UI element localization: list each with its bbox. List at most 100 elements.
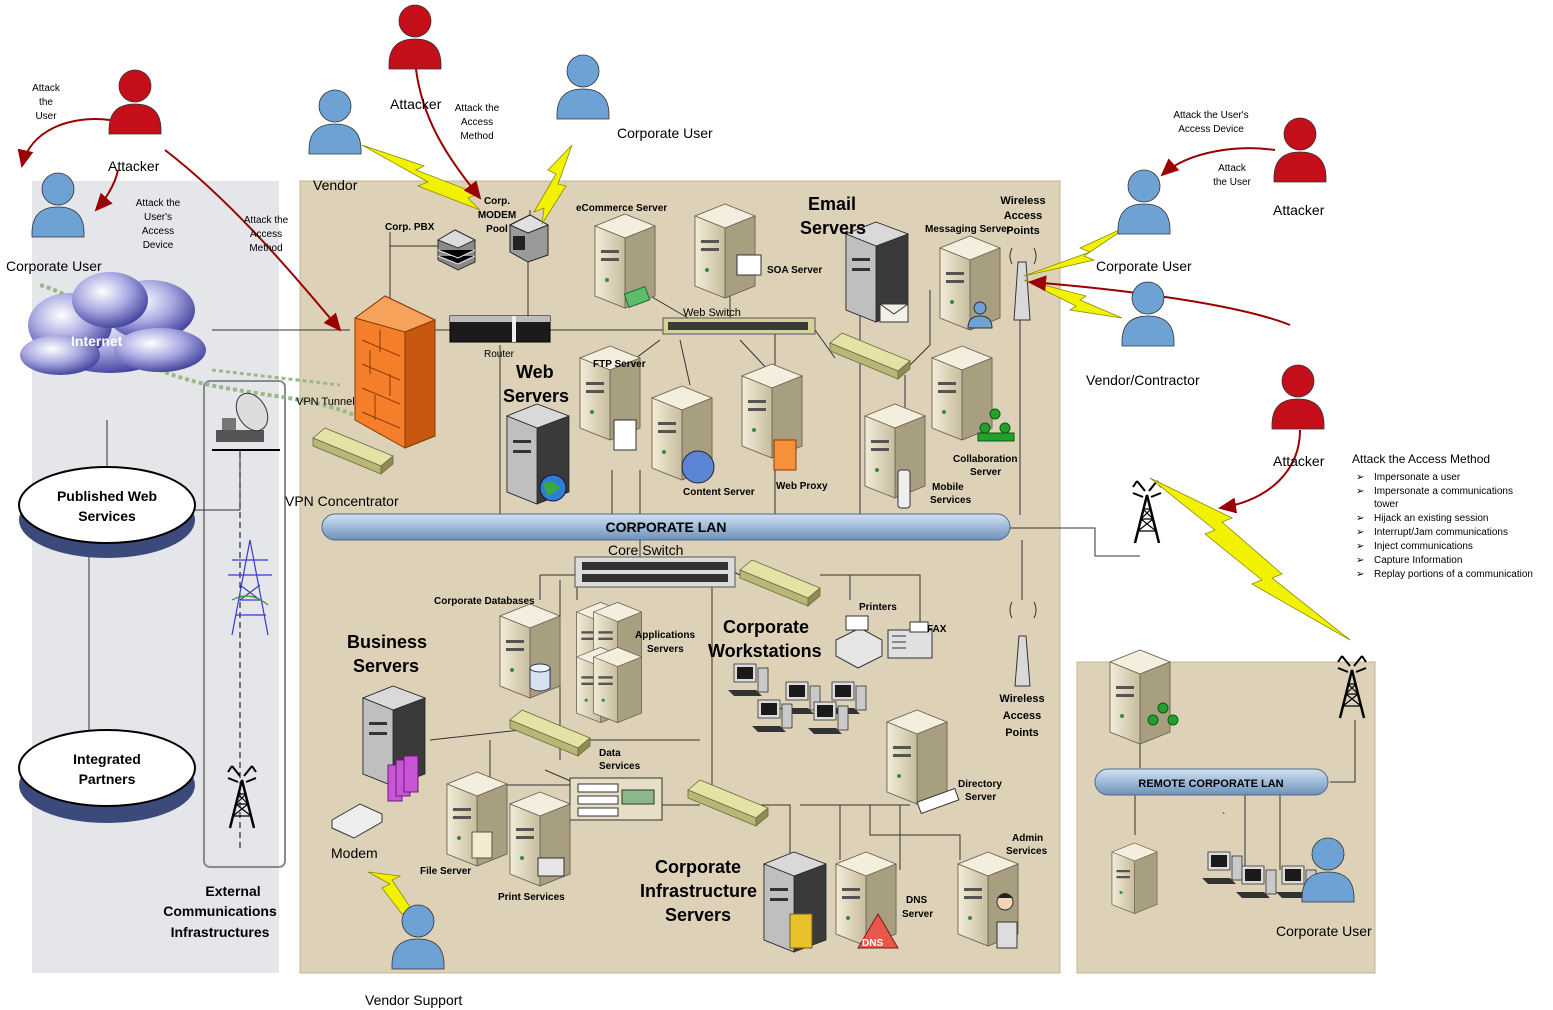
legend-bullet-2: ➢ [1356,486,1364,497]
remote-lan-pipe [1094,768,1329,796]
directory-label-1: Directory [958,779,1002,790]
wap-bottom-label-2: Access [1003,710,1042,722]
published-web-label-1: Published Web [57,488,157,504]
ecommerce-label: eCommerce Server [576,203,667,214]
legend-item-1: Impersonate a user [1374,472,1461,483]
admin-label-2: Services [1006,846,1048,857]
vpn-concentrator-label: VPN Concentrator [285,493,399,509]
business-cards-icon [387,755,419,802]
file-server-label: File Server [420,866,471,877]
mobile-label-2: Services [930,495,972,506]
annot-attack-device-r1: Attack the User's [1173,110,1248,121]
legend-bullet-3: ➢ [1356,513,1364,524]
remote-pc-1-icon [1201,851,1243,885]
annot-attack-device-r2: Access Device [1178,124,1244,135]
integrated-partners-label-1: Integrated [73,751,141,767]
email-title-1: Email [808,194,856,214]
corp-user-2-label: Corporate User [617,125,713,141]
data-services-rack-icon [569,777,663,821]
dns-label-1: DNS [906,895,927,906]
soa-label: SOA Server [767,265,822,276]
apps-label-2: Servers [647,644,684,655]
pbx-icon [436,229,477,271]
legend-bullet-6: ➢ [1356,555,1364,566]
wap-bottom-label-3: Points [1005,727,1039,739]
web-switch-icon [662,317,816,335]
legend-item-2: Impersonate a communications [1374,486,1513,497]
annot-attack-device-2: User's [144,212,172,223]
comm-infra-box [203,380,286,868]
messaging-server-icon [939,235,1001,331]
data-services-label-1: Data [599,748,621,759]
external-title-1: External [205,883,260,899]
mobile-server-icon [864,403,926,499]
modem-icon [331,803,383,839]
proxy-wall-icon [773,439,797,471]
remote-lan-label: REMOTE CORPORATE LAN [1138,778,1283,790]
wap-top-label-1: Wireless [1000,195,1045,207]
content-server-label: Content Server [683,487,755,498]
wap-top-label-3: Points [1006,225,1040,237]
print-server-printer-icon [537,857,565,877]
workstation-pc-1-icon [727,663,769,697]
globe-land [543,481,560,496]
certificate-icon [736,254,762,276]
messaging-label: Messaging Server [925,224,1011,235]
annot-attack-user-r1: Attack [1218,163,1247,174]
attacker-1-label: Attacker [108,158,160,174]
internet-label: Internet [71,333,123,349]
email-title-2: Servers [800,218,866,238]
legend-item-7: Replay portions of a communication [1374,569,1533,580]
collaboration-label-2: Server [970,467,1001,478]
published-web-label-2: Services [78,508,136,524]
vpn-tunnel-path [39,283,382,432]
remote-zone [1076,661,1376,974]
annot-attack-user-1: Attack [32,83,61,94]
core-switch-label: Core Switch [608,542,683,558]
printers-label: Printers [859,602,897,613]
mobile-label-1: Mobile [932,482,964,493]
legend-bullet-7: ➢ [1356,569,1364,580]
workstation-pc-5-icon [807,701,849,735]
content-globe-icon [681,450,715,484]
workstations-title-2: Workstations [708,641,822,661]
database-top [529,663,551,673]
business-title-2: Servers [353,656,419,676]
modem-label: Modem [331,845,378,861]
print-services-label: Print Services [498,892,565,903]
annot-attack-device-4: Device [143,240,174,251]
admin-person-icon [996,893,1018,949]
wireless-ap-top-icon [1009,247,1037,321]
ftp-label: FTP Server [593,359,646,370]
mobile-phone-icon [897,469,911,509]
modem-pool-label-1: Corp. [484,196,510,207]
workstation-pc-4-icon [751,699,793,733]
legend-bullet-1: ➢ [1356,472,1364,483]
corp-user-3-label: Corporate User [1096,258,1192,274]
corporate-lan-label: CORPORATE LAN [605,519,726,535]
vendor-label: Vendor [313,177,358,193]
vendor-icon [308,89,362,155]
dns-label-2: Server [902,909,933,920]
attacker-3-label: Attacker [1273,202,1325,218]
corp-user-2-icon [556,54,610,120]
attacker-2-icon [388,4,442,70]
applications-servers-icon [576,602,643,724]
dns-badge-label: DNS [862,938,883,949]
attacker-2-label: Attacker [390,96,442,112]
file-folder-icon [471,831,493,859]
integrated-partners-label-2: Partners [79,771,136,787]
remote-pc-2-icon [1235,865,1277,899]
building-icon [789,913,813,949]
printer-icon [835,615,883,669]
legend-item-5: Inject communications [1374,541,1473,552]
satellite-dish-icon [212,392,280,451]
remote-server-icon [1109,649,1171,745]
firewall-icon [353,295,437,449]
collaboration-label-1: Collaboration [953,454,1017,465]
annot-attack-method-1: Attack the [244,215,289,226]
internet-cloud [20,272,206,375]
annot-attack-user-2: the [39,97,53,108]
corp-db-label: Corporate Databases [434,596,535,607]
annot-attack-device-1: Attack the [136,198,181,209]
